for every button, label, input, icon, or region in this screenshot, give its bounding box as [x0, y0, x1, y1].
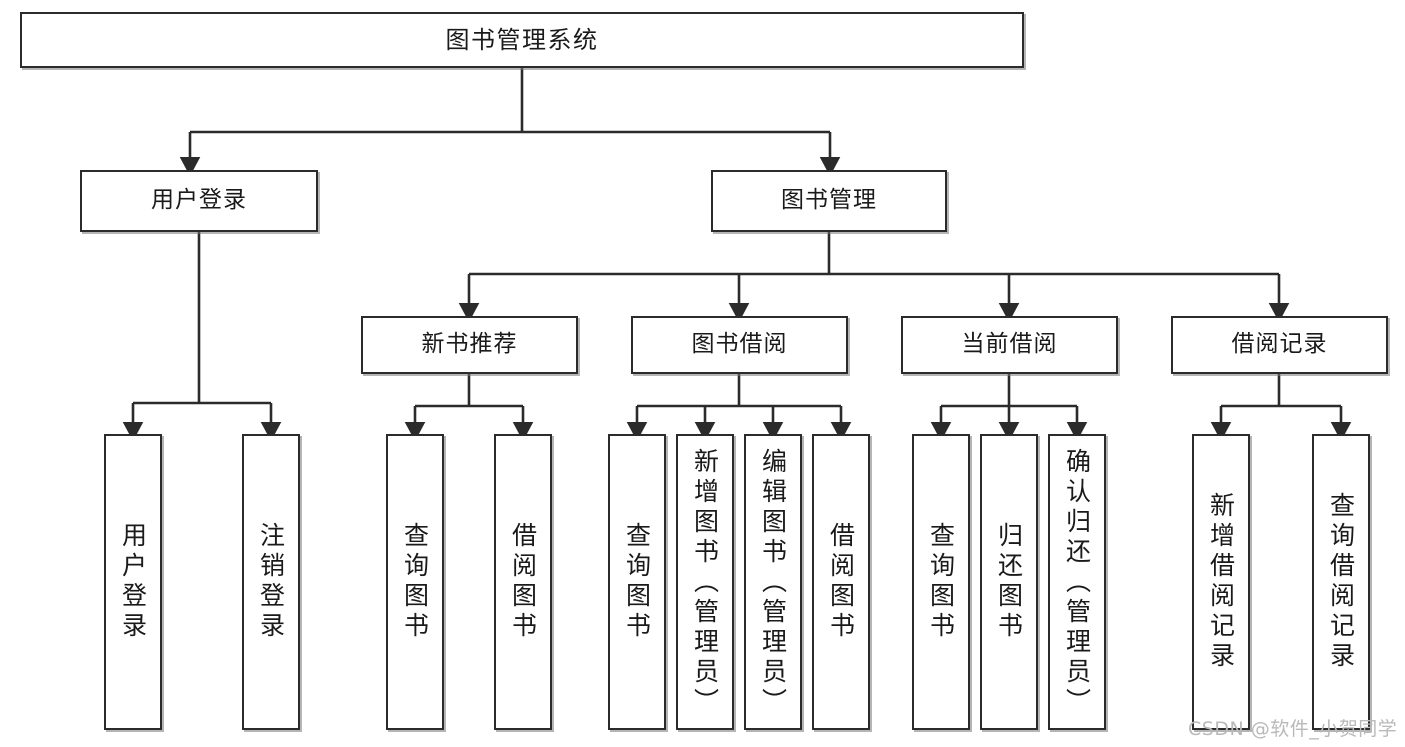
node-label: 注销登录	[256, 522, 286, 642]
leaf-current-borrow-confirm-return-admin[interactable]: 确认归还（管理员）	[1048, 434, 1106, 730]
node-label: 图书管理	[781, 187, 877, 214]
leaf-new-book-query-books[interactable]: 查询图书	[386, 434, 444, 730]
node-book-borrowing[interactable]: 图书借阅	[631, 316, 848, 374]
leaf-user-login-login[interactable]: 用户登录	[104, 434, 162, 730]
leaf-book-borrow-borrow-books[interactable]: 借阅图书	[812, 434, 870, 730]
node-label: 新增图书（管理员）	[690, 448, 720, 718]
node-label: 新书推荐	[421, 331, 518, 358]
node-label: 新增借阅记录	[1206, 492, 1236, 672]
node-label: 当前借阅	[961, 331, 1058, 358]
node-new-book-recommendation[interactable]: 新书推荐	[361, 316, 578, 374]
leaf-book-borrow-query-books[interactable]: 查询图书	[608, 434, 666, 730]
node-label: 确认归还（管理员）	[1062, 448, 1092, 718]
node-label: 查询图书	[400, 522, 430, 642]
node-label: 查询借阅记录	[1326, 492, 1356, 672]
node-label: 图书借阅	[691, 331, 788, 358]
leaf-book-borrow-add-book-admin[interactable]: 新增图书（管理员）	[676, 434, 734, 730]
node-label: 借阅记录	[1231, 331, 1328, 358]
node-book-management[interactable]: 图书管理	[711, 170, 947, 232]
node-label: 用户登录	[151, 187, 247, 214]
node-label: 查询图书	[926, 522, 956, 642]
leaf-borrow-record-query-record[interactable]: 查询借阅记录	[1312, 434, 1370, 730]
node-label: 借阅图书	[508, 522, 538, 642]
csdn-watermark: CSDN @软件_小贺同学	[1188, 718, 1398, 740]
leaf-user-login-logout[interactable]: 注销登录	[242, 434, 300, 730]
node-current-borrowing[interactable]: 当前借阅	[901, 316, 1118, 374]
node-user-login[interactable]: 用户登录	[80, 170, 318, 232]
node-label: 图书管理系统	[445, 25, 599, 54]
node-label: 编辑图书（管理员）	[758, 448, 788, 718]
leaf-new-book-borrow-books[interactable]: 借阅图书	[494, 434, 552, 730]
node-root-book-management-system[interactable]: 图书管理系统	[20, 12, 1024, 68]
leaf-borrow-record-add-record[interactable]: 新增借阅记录	[1192, 434, 1250, 730]
node-label: 用户登录	[118, 522, 148, 642]
leaf-book-borrow-edit-book-admin[interactable]: 编辑图书（管理员）	[744, 434, 802, 730]
leaf-current-borrow-query-books[interactable]: 查询图书	[912, 434, 970, 730]
leaf-current-borrow-return-books[interactable]: 归还图书	[980, 434, 1038, 730]
node-label: 借阅图书	[826, 522, 856, 642]
node-borrow-records[interactable]: 借阅记录	[1171, 316, 1388, 374]
node-label: 归还图书	[994, 522, 1024, 642]
node-label: 查询图书	[622, 522, 652, 642]
